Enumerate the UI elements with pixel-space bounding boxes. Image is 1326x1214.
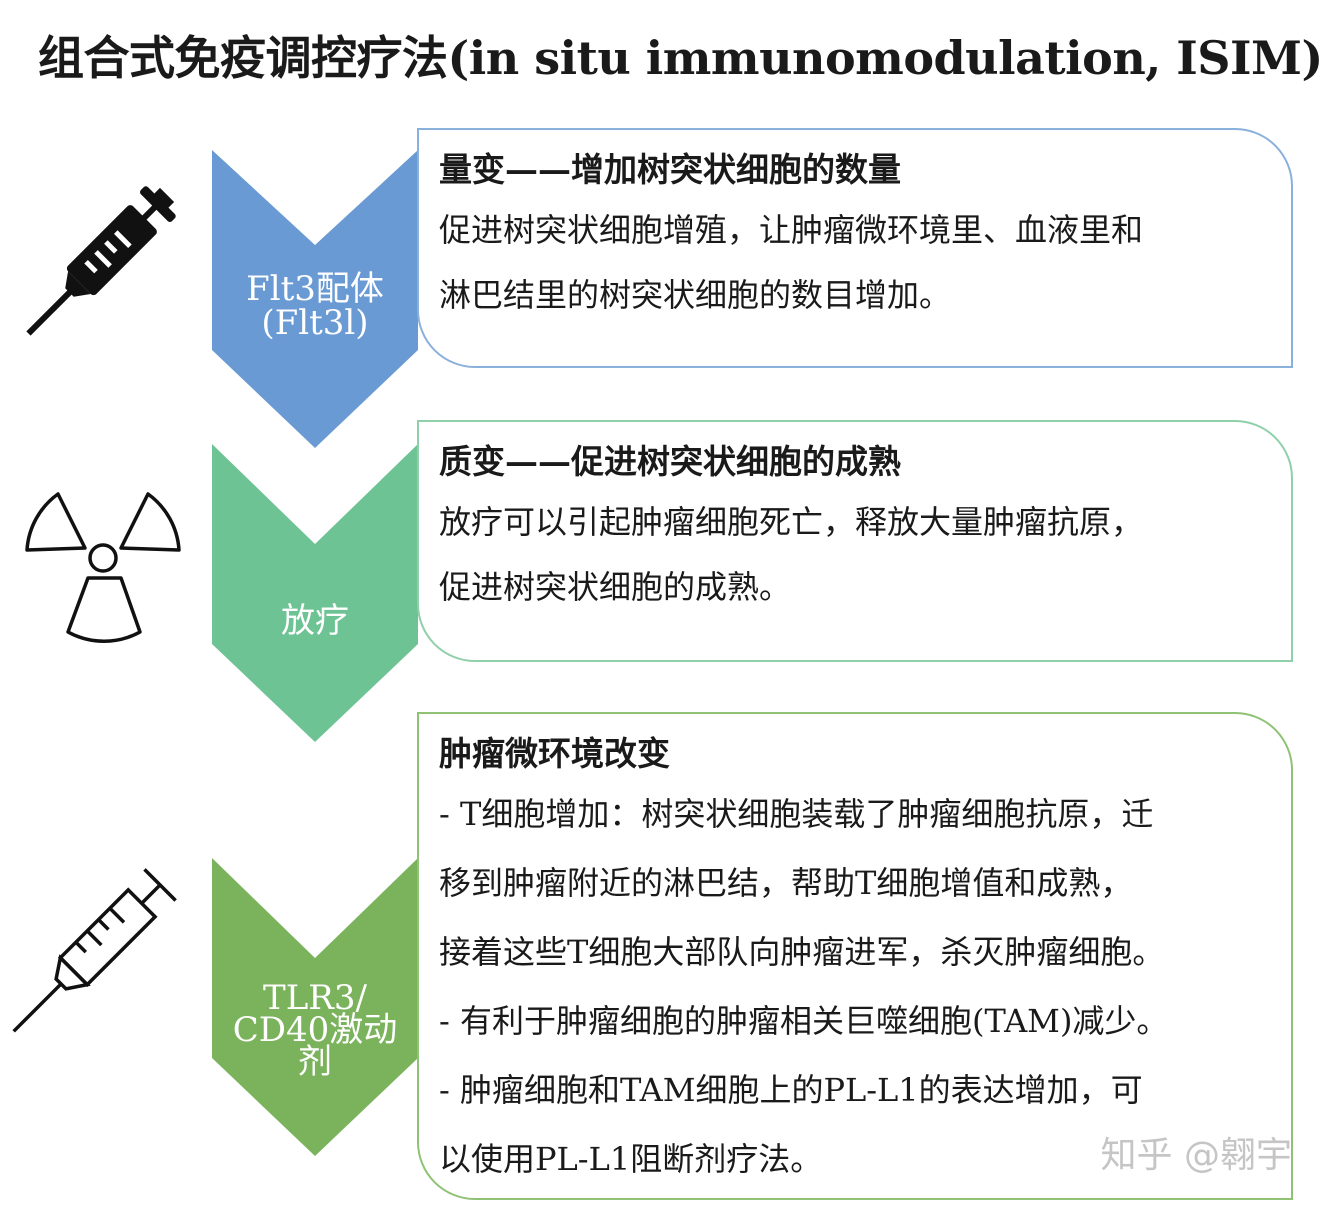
card-line: - T细胞增加：树突状细胞装载了肿瘤细胞抗原，迁 bbox=[439, 795, 1154, 833]
card-line: 放疗可以引起肿瘤细胞死亡，释放大量肿瘤抗原， bbox=[439, 503, 1144, 541]
syringe-icon bbox=[26, 186, 176, 336]
chevron-label-3-line-2: CD40激动 bbox=[232, 1010, 398, 1050]
card-line: 淋巴结里的树突状细胞的数目增加。 bbox=[439, 276, 952, 314]
card-heading: 量变——增加树突状细胞的数量 bbox=[439, 150, 901, 189]
chevron-label-3-line-3: 剂 bbox=[298, 1042, 332, 1082]
chevron-label-3: TLR3/ CD40激动 剂 bbox=[212, 978, 418, 1082]
radiation-icon bbox=[25, 492, 181, 643]
card-line: 促进树突状细胞的成熟。 bbox=[439, 568, 792, 606]
card-microenvironment-change: 肿瘤微环境改变 - T细胞增加：树突状细胞装载了肿瘤细胞抗原，迁 移到肿瘤附近的… bbox=[417, 712, 1293, 1200]
chevron-label-3-line-1: TLR3/ bbox=[263, 978, 367, 1018]
card-quantity-change: 量变——增加树突状细胞的数量 促进树突状细胞增殖，让肿瘤微环境里、血液里和 淋巴… bbox=[417, 128, 1293, 368]
card-line: - 肿瘤细胞和TAM细胞上的PL-L1的表达增加，可 bbox=[439, 1071, 1143, 1109]
syringe-outline-icon bbox=[12, 868, 177, 1033]
chevron-label-1-line-2: (Flt3l) bbox=[261, 303, 369, 343]
chevron-step-1 bbox=[212, 150, 418, 448]
page-title: 组合式免疫调控疗法(in situ immunomodulation, ISIM… bbox=[38, 31, 1323, 85]
chevron-step-3 bbox=[212, 858, 418, 1156]
card-heading: 质变——促进树突状细胞的成熟 bbox=[439, 442, 901, 481]
chevron-label-2: 放疗 bbox=[212, 604, 418, 638]
card-line: - 有利于肿瘤细胞的肿瘤相关巨噬细胞(TAM)减少。 bbox=[439, 1002, 1169, 1040]
card-line: 接着这些T细胞大部队向肿瘤进军，杀灭肿瘤细胞。 bbox=[439, 933, 1165, 971]
chevron-label-1-line-1: Flt3配体 bbox=[246, 269, 384, 309]
card-line: 移到肿瘤附近的淋巴结，帮助T细胞增值和成熟， bbox=[439, 864, 1133, 902]
chevron-label-2-line-1: 放疗 bbox=[281, 601, 349, 641]
chevron-step-2 bbox=[212, 444, 418, 742]
card-line: 以使用PL-L1阻断剂疗法。 bbox=[439, 1140, 823, 1178]
chevron-label-1: Flt3配体 (Flt3l) bbox=[212, 272, 418, 340]
card-line: 促进树突状细胞增殖，让肿瘤微环境里、血液里和 bbox=[439, 211, 1144, 249]
watermark: 知乎 @翱宇 bbox=[1100, 1135, 1292, 1176]
card-quality-change: 质变——促进树突状细胞的成熟 放疗可以引起肿瘤细胞死亡，释放大量肿瘤抗原， 促进… bbox=[417, 420, 1293, 662]
card-heading: 肿瘤微环境改变 bbox=[439, 734, 670, 773]
